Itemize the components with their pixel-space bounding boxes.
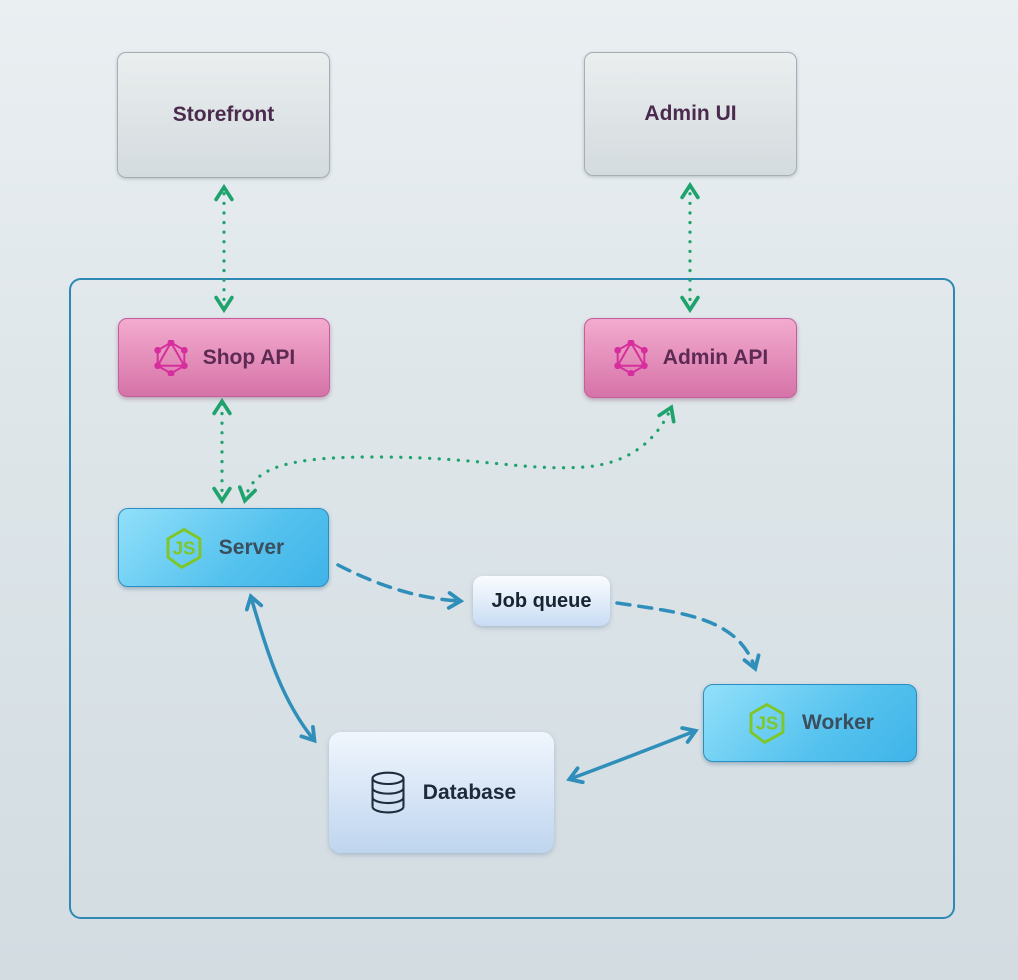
node-label: Server: [218, 535, 285, 559]
node-storefront: Storefront: [117, 52, 330, 178]
node-label: Admin API: [662, 346, 769, 369]
node-shop-api: Shop API: [118, 318, 330, 397]
node-label: Storefront: [172, 103, 275, 126]
node-server: JS Server: [118, 508, 329, 587]
database-icon: [367, 770, 409, 816]
node-job-queue: Job queue: [473, 576, 610, 626]
node-admin-api: Admin API: [584, 318, 797, 398]
node-label: Database: [422, 780, 517, 804]
nodejs-icon: JS: [746, 702, 788, 744]
node-label: Worker: [802, 711, 874, 734]
svg-text:JS: JS: [756, 713, 779, 734]
graphql-icon: [153, 339, 189, 376]
nodejs-icon: JS: [163, 527, 205, 569]
node-label: Admin UI: [644, 102, 737, 125]
node-database: Database: [329, 732, 554, 853]
graphql-icon: [613, 340, 649, 376]
backend-boundary-container: [69, 278, 955, 919]
node-label: Job queue: [491, 589, 592, 612]
node-worker: JS Worker: [703, 684, 917, 762]
svg-text:JS: JS: [173, 537, 196, 558]
node-admin-ui: Admin UI: [584, 52, 797, 176]
node-label: Shop API: [202, 345, 296, 369]
